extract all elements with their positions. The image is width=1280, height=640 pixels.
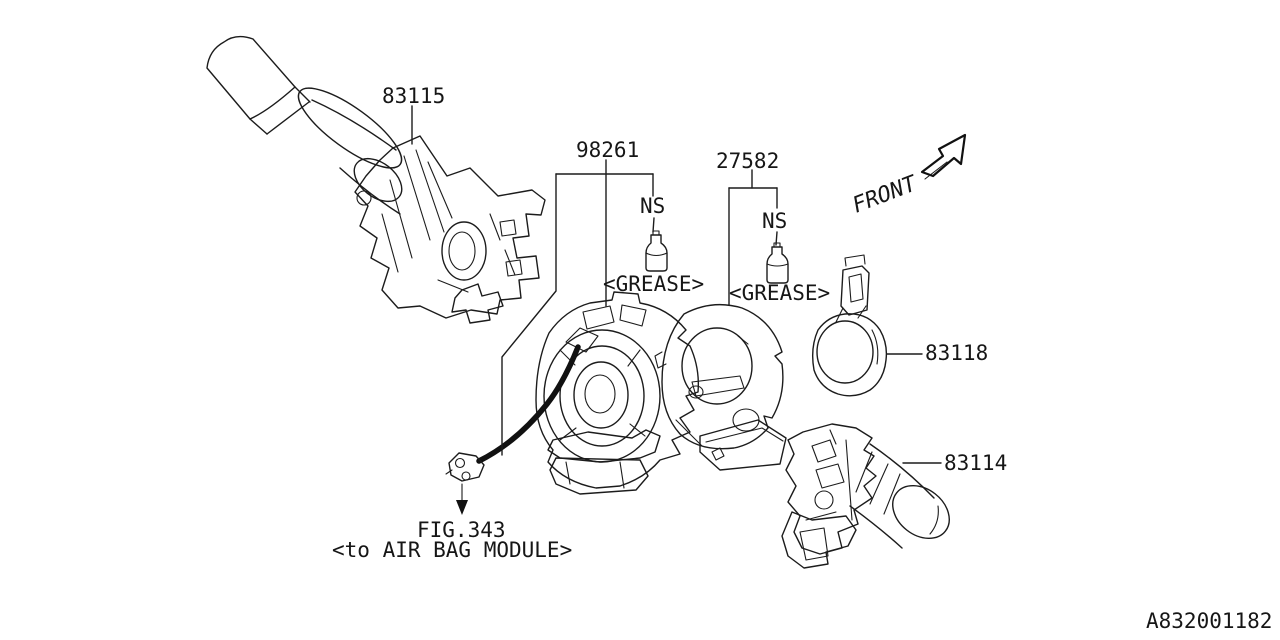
grease-label-1: <GREASE> <box>603 272 704 296</box>
front-label: FRONT <box>849 171 921 219</box>
ns-label-2: NS <box>762 209 787 233</box>
spiral-cable-98261-drawing <box>445 291 700 515</box>
angle-sensor-27582-drawing <box>654 303 787 471</box>
part-label-83114: 83114 <box>944 451 1007 475</box>
airbag-arrow-icon <box>456 483 468 515</box>
airbag-connector <box>445 452 485 482</box>
airbag-cable <box>476 344 581 464</box>
leader-lines <box>411 105 942 464</box>
part-label-83118: 83118 <box>925 341 988 365</box>
combination-switch-83115-drawing <box>206 35 546 324</box>
label-bracket-27582 <box>728 169 778 306</box>
part-label-98261: 98261 <box>576 138 639 162</box>
figure-reference-label: FIG.343 <box>417 518 506 542</box>
grease-label-2: <GREASE> <box>729 281 830 305</box>
document-code: A832001182 <box>1146 609 1272 633</box>
part-label-83115: 83115 <box>382 84 445 108</box>
front-arrow-icon <box>920 133 967 180</box>
grease-bottle-icon <box>645 230 668 272</box>
clamp-83118-drawing <box>811 254 888 397</box>
ns-label-1: NS <box>640 194 665 218</box>
wiper-switch-83114-drawing <box>781 423 950 569</box>
label-bracket-98261 <box>501 159 655 456</box>
grease-bottle-icon-2 <box>766 242 789 284</box>
airbag-module-note: <to AIR BAG MODULE> <box>332 538 572 562</box>
part-label-27582: 27582 <box>716 149 779 173</box>
